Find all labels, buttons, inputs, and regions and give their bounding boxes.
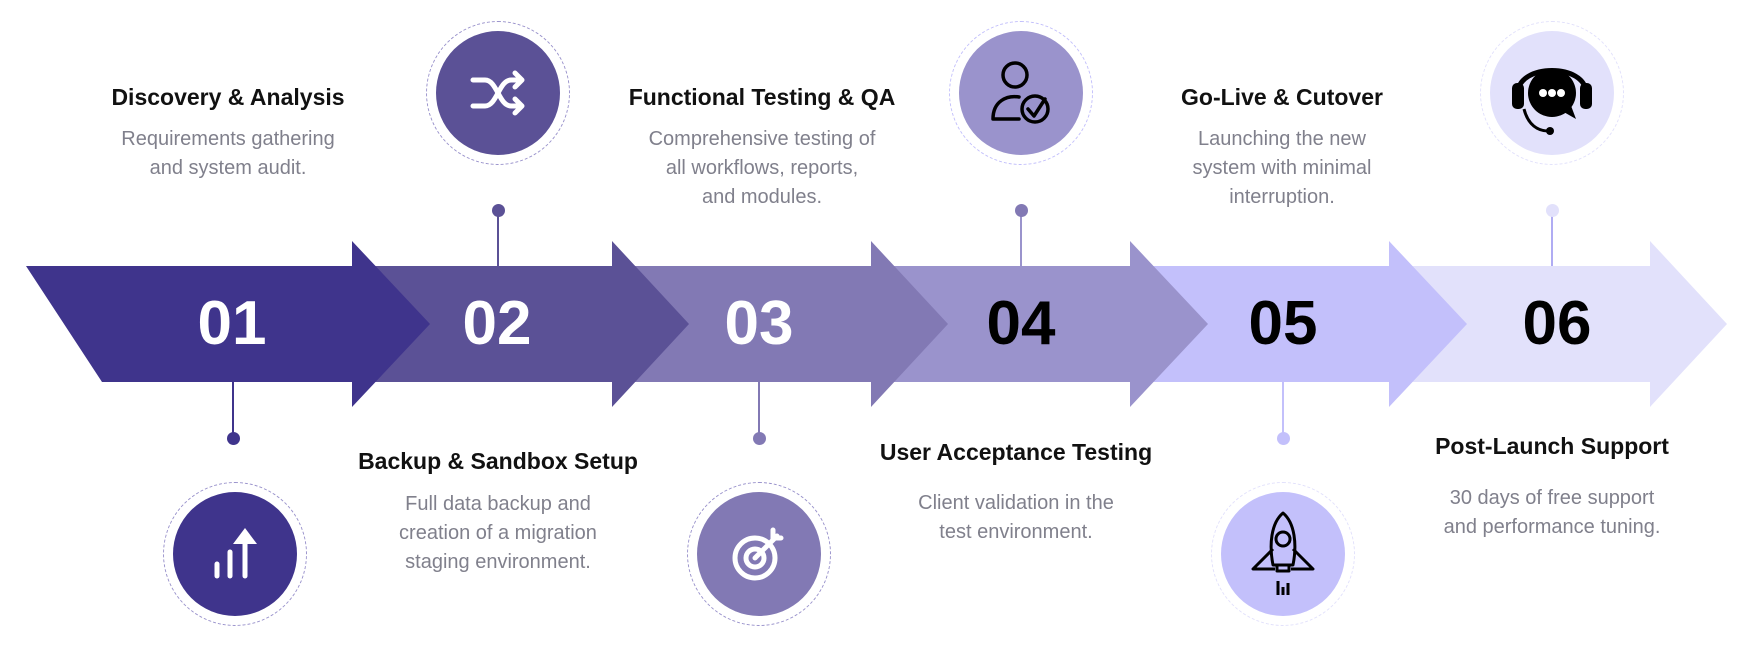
step-title-06: Post-Launch Support: [1435, 433, 1669, 459]
arrow-03: [600, 241, 948, 407]
arrow-01: [26, 241, 430, 407]
icon-circle-01: [173, 492, 297, 616]
connector-line-04: [1020, 210, 1022, 266]
description-line: Launching the new: [1198, 128, 1366, 150]
description-line: and system audit.: [149, 157, 307, 179]
description-line: Client validation in the: [918, 492, 1114, 514]
icon-circle-03: [697, 492, 821, 616]
arrow-04: [860, 241, 1208, 407]
description-line: test environment.: [939, 521, 1093, 543]
icon-ring-01: [163, 482, 307, 626]
description-line: staging environment.: [405, 551, 591, 573]
description-line: Requirements gathering: [121, 128, 335, 150]
icon-ring-06: [1480, 21, 1624, 165]
connector-dot-04: [1014, 203, 1028, 217]
step-title-02: Backup & Sandbox Setup: [358, 448, 638, 474]
connector-line-01: [232, 382, 234, 438]
icon-circle-06: [1490, 31, 1614, 155]
arrow-06: [1380, 241, 1727, 407]
target-icon: [732, 527, 784, 581]
description-line: all workflows, reports,: [665, 157, 859, 179]
step-title-05: Go-Live & Cutover: [1181, 84, 1383, 110]
description-line: system with minimal: [1192, 157, 1372, 179]
step-title-01: Discovery & Analysis: [111, 84, 345, 110]
step-number-02: 02: [462, 289, 532, 358]
connector-line-03: [758, 382, 760, 438]
step-title-04: User Acceptance Testing: [879, 439, 1153, 465]
description-line: and performance tuning.: [1443, 516, 1661, 538]
step-number-03: 03: [724, 289, 794, 358]
step-description-03: Comprehensive testing of all workflows, …: [602, 125, 922, 212]
connector-line-06: [1551, 210, 1553, 266]
connector-dot-05: [1276, 431, 1290, 445]
step-description-06: 30 days of free support and performance …: [1392, 484, 1712, 542]
rocket-icon: [1251, 511, 1315, 595]
icon-circle-02: [436, 31, 560, 155]
step-number-01: 01: [197, 289, 267, 358]
description-line: and modules.: [701, 186, 823, 208]
chart-growth-icon: [214, 528, 257, 579]
description-line: creation of a migration: [399, 522, 597, 544]
icon-ring-05: [1211, 482, 1355, 626]
arrow-05: [1120, 241, 1467, 407]
step-description-01: Requirements gathering and system audit.: [68, 125, 388, 183]
arrow-02: [340, 241, 689, 407]
user-check-icon: [991, 61, 1050, 124]
description-line: 30 days of free support: [1449, 487, 1655, 509]
step-description-04: Client validation in the test environmen…: [856, 489, 1176, 547]
shuffle-icon: [470, 70, 525, 116]
icon-ring-04: [949, 21, 1093, 165]
icon-ring-03: [687, 482, 831, 626]
connector-dot-01: [226, 431, 240, 445]
step-description-05: Launching the new system with minimal in…: [1122, 125, 1442, 212]
step-number-06: 06: [1522, 289, 1592, 358]
step-description-02: Full data backup and creation of a migra…: [338, 490, 658, 577]
icon-circle-04: [959, 31, 1083, 155]
connector-dot-06: [1545, 203, 1559, 217]
connector-dot-03: [752, 431, 766, 445]
icon-circle-05: [1221, 492, 1345, 616]
connector-dot-02: [491, 203, 505, 217]
description-line: interruption.: [1229, 186, 1335, 208]
step-title-03: Functional Testing & QA: [628, 84, 896, 110]
connector-line-02: [497, 210, 499, 266]
headset-chat-icon: [1512, 68, 1592, 135]
step-number-05: 05: [1248, 289, 1318, 358]
icon-ring-02: [426, 21, 570, 165]
description-line: Full data backup and: [405, 493, 591, 515]
step-number-04: 04: [986, 289, 1056, 358]
connector-line-05: [1282, 382, 1284, 438]
description-line: Comprehensive testing of: [648, 128, 876, 150]
